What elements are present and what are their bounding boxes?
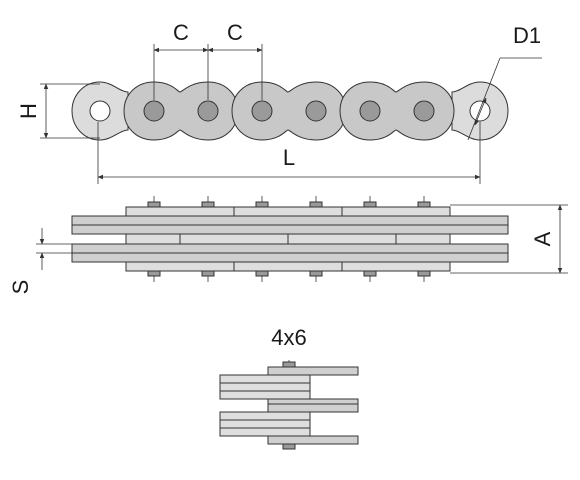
lacing-detail: 4x6 xyxy=(219,325,359,450)
pin xyxy=(305,100,327,122)
outer-plate xyxy=(71,252,509,263)
link-plate xyxy=(231,81,347,141)
width-label: A xyxy=(530,231,555,246)
pin-diameter-label: D1 xyxy=(513,23,541,48)
pin xyxy=(143,100,165,122)
pin-hole xyxy=(89,100,111,122)
link-plate xyxy=(339,81,455,141)
pitch-dimension: C C xyxy=(153,20,263,100)
pin xyxy=(197,100,219,122)
lacing-label: 4x6 xyxy=(271,325,306,350)
chain-top-view: A S xyxy=(8,196,568,294)
pin xyxy=(359,100,381,122)
height-label: H xyxy=(16,103,41,119)
pin xyxy=(251,100,273,122)
width-dimension: A xyxy=(450,204,568,274)
outer-plate xyxy=(71,243,509,254)
outer-plate xyxy=(71,215,509,226)
thickness-label: S xyxy=(8,280,33,295)
pins xyxy=(89,100,491,122)
pin xyxy=(413,100,435,122)
pin-diameter-dimension: D1 xyxy=(467,23,542,141)
length-label: L xyxy=(283,145,295,170)
chain-side-view: C C H D1 L xyxy=(16,20,542,184)
link-plate xyxy=(123,81,239,141)
length-dimension: L xyxy=(97,122,481,184)
pitch-label-left: C xyxy=(173,20,189,45)
thickness-dimension: S xyxy=(8,228,72,294)
pitch-label-right: C xyxy=(227,20,243,45)
height-dimension: H xyxy=(16,83,100,139)
inner-plates xyxy=(125,206,451,272)
outer-plate xyxy=(71,224,509,235)
pin-heads xyxy=(147,201,431,277)
link-plates xyxy=(71,81,509,141)
